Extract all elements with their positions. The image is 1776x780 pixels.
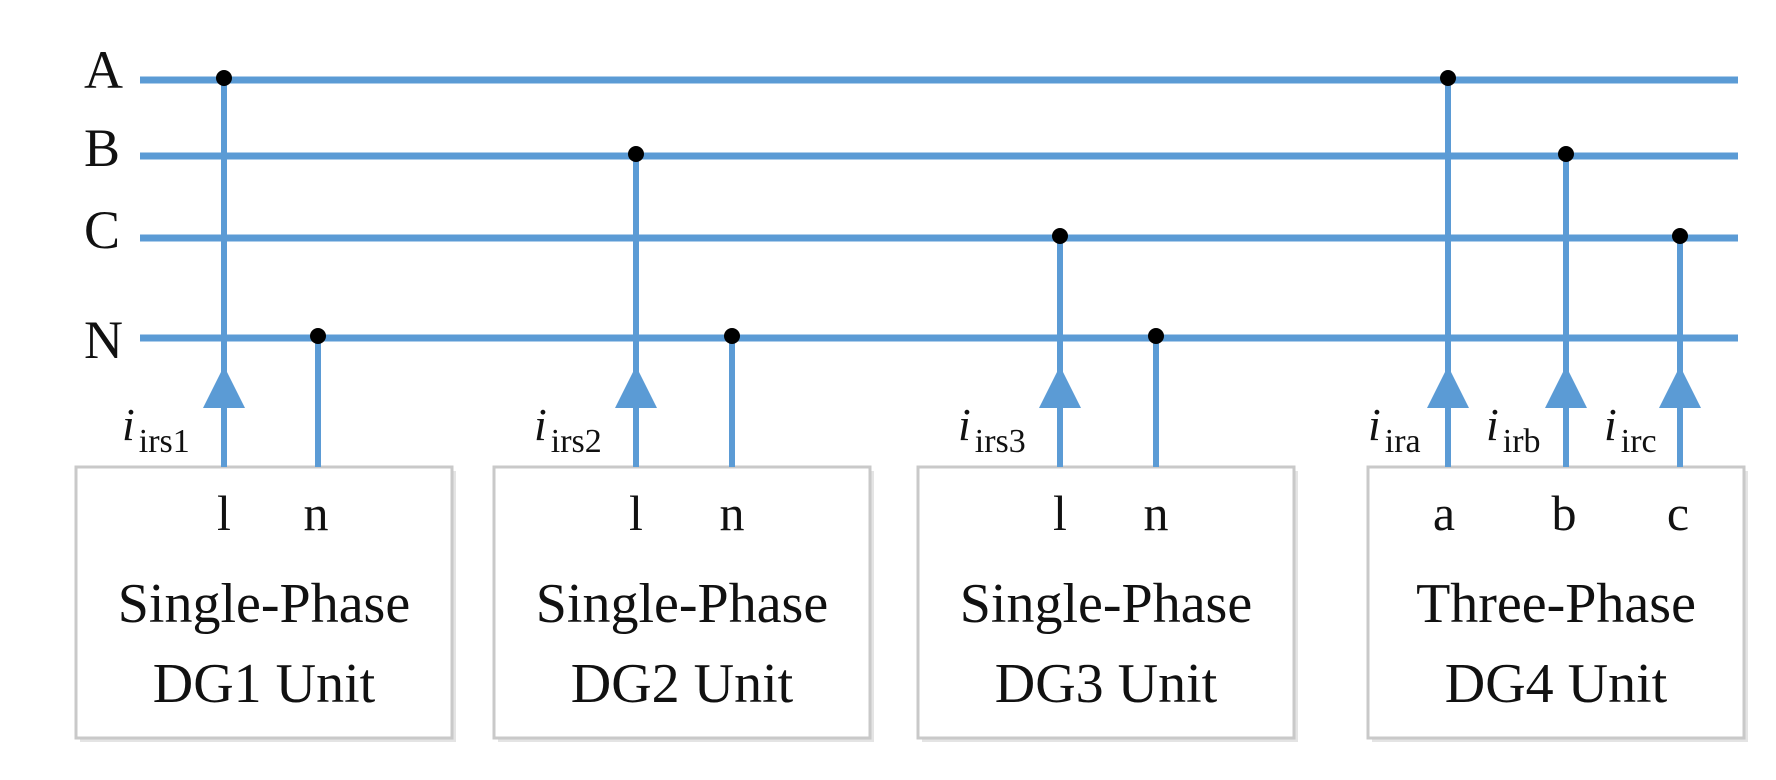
- dg1-terminal-n: n: [304, 485, 329, 541]
- dg2-terminal-n: n: [720, 485, 745, 541]
- current-arrow-ira: [1427, 366, 1469, 408]
- current-arrow-irb: [1545, 366, 1587, 408]
- dg4-terminal-b: b: [1552, 485, 1577, 541]
- junction-dot: [1672, 228, 1688, 244]
- junction-dot: [216, 70, 232, 86]
- current-arrow-irc: [1659, 366, 1701, 408]
- junction-dot: [310, 328, 326, 344]
- dg3-terminal-l: l: [1053, 485, 1067, 541]
- junction-dot: [1440, 70, 1456, 86]
- dg1-unit-name: DG1 Unit: [153, 653, 376, 715]
- dg2-unit-title: Single-Phase: [536, 573, 828, 635]
- dg2-unit-name: DG2 Unit: [571, 653, 794, 715]
- dg3-unit-name: DG3 Unit: [995, 653, 1218, 715]
- dg3-unit-box: [916, 465, 1298, 742]
- junction-dot: [724, 328, 740, 344]
- current-arrow-irs3: [1039, 366, 1081, 408]
- dg3-unit-title: Single-Phase: [960, 573, 1252, 635]
- junction-dot: [1148, 328, 1164, 344]
- dg4-unit-name: DG4 Unit: [1445, 653, 1668, 715]
- dg4-unit-title: Three-Phase: [1416, 573, 1696, 635]
- current-arrow-irs2: [615, 366, 657, 408]
- dg1-unit-title: Single-Phase: [118, 573, 410, 635]
- bus-label-b: B: [84, 118, 120, 178]
- dg1-unit-box: [74, 465, 456, 742]
- dg4-unit-box: [1366, 465, 1748, 742]
- dg2-terminal-l: l: [629, 485, 643, 541]
- bus-label-n: N: [84, 310, 123, 370]
- bus-label-a: A: [84, 40, 123, 100]
- junction-dot: [1052, 228, 1068, 244]
- dg4-terminal-a: a: [1433, 485, 1455, 541]
- dg2-unit-box: [492, 465, 874, 742]
- dg1-terminal-l: l: [217, 485, 231, 541]
- current-arrow-irs1: [203, 366, 245, 408]
- dg3-terminal-n: n: [1144, 485, 1169, 541]
- junction-dot: [628, 146, 644, 162]
- dg4-terminal-c: c: [1667, 485, 1689, 541]
- junction-dot: [1558, 146, 1574, 162]
- bus-label-c: C: [84, 200, 120, 260]
